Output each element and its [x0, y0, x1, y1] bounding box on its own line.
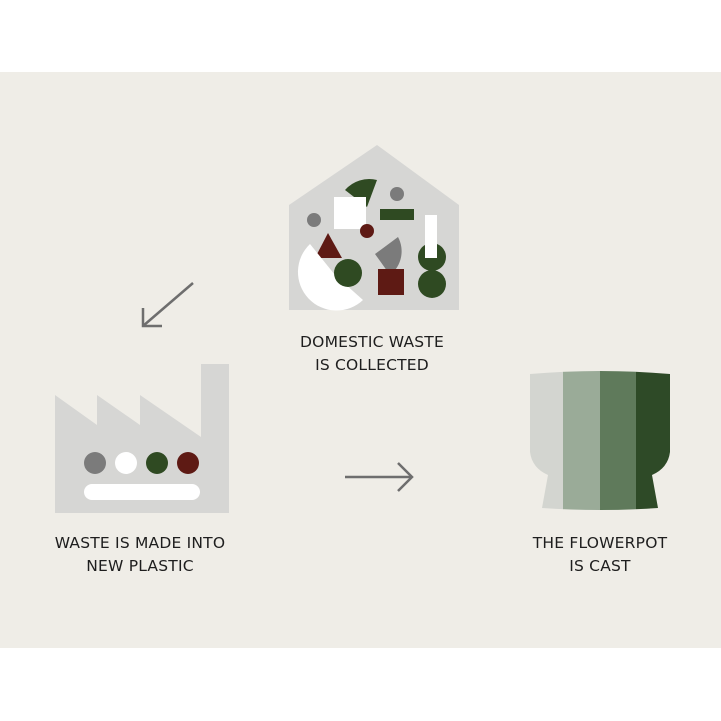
- label-line: THE FLOWERPOT: [532, 534, 668, 552]
- arrow-down-left-icon: [141, 282, 194, 328]
- label-line: WASTE IS MADE INTO: [54, 534, 226, 552]
- flowerpot-icon: [530, 371, 670, 510]
- label-line: NEW PLASTIC: [86, 557, 194, 575]
- house-icon: [289, 145, 459, 311]
- step-label-cast: THE FLOWERPOT IS CAST: [470, 532, 721, 578]
- label-line: DOMESTIC WASTE: [300, 333, 444, 351]
- label-line: IS CAST: [569, 557, 631, 575]
- step-label-collected: DOMESTIC WASTE IS COLLECTED: [242, 331, 502, 377]
- factory-icon: [55, 364, 229, 513]
- arrow-right-icon: [345, 462, 414, 492]
- label-line: IS COLLECTED: [315, 356, 429, 374]
- step-label-plastic: WASTE IS MADE INTO NEW PLASTIC: [10, 532, 270, 578]
